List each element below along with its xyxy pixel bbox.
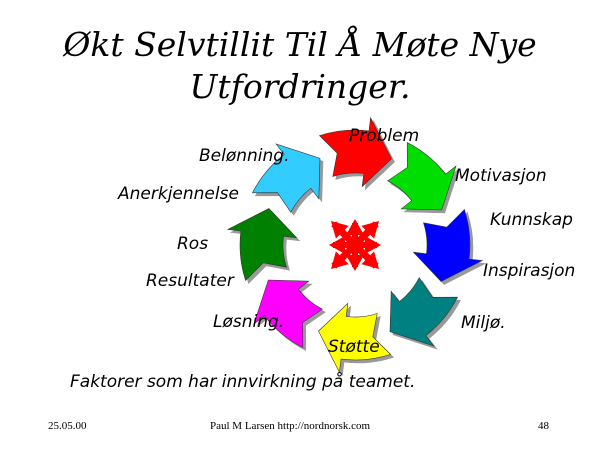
label-belonning: Belønning. (199, 146, 290, 166)
center-arrow-head (331, 221, 349, 239)
slide-title-line2: Utfordringer. (189, 67, 411, 106)
label-problem: Problem (349, 126, 420, 146)
center-arrow-head (331, 251, 349, 269)
label-ros: Ros (177, 234, 209, 254)
cycle-arrow (252, 143, 321, 213)
cycle-arrow (387, 142, 457, 211)
label-stotte: Støtte (328, 337, 380, 357)
label-resultater: Resultater (146, 271, 234, 291)
footer-date: 25.05.00 (48, 420, 87, 432)
slide-title-line1: Økt Selvtillit Til Å Møte Nye (63, 25, 537, 64)
cycle-arrow (318, 116, 392, 188)
cycle-arrow (226, 208, 298, 282)
center-arrow-head (361, 221, 379, 239)
center-arrow-head (346, 255, 364, 271)
caption: Faktorer som har innvirkning på teamet. (70, 372, 416, 392)
label-anerkjennelse: Anerkjennelse (118, 184, 239, 204)
center-arrow-head (329, 236, 345, 254)
label-losning: Løsning. (213, 312, 285, 332)
cycle-arrow (389, 277, 458, 347)
cycle-arrow (412, 208, 484, 282)
cycle-arrow (318, 302, 392, 374)
footer-page-number: 48 (538, 420, 549, 432)
label-motivasjon: Motivasjon (455, 166, 547, 186)
center-arrow-head (346, 219, 364, 235)
center-arrow-head (365, 236, 381, 254)
label-inspirasjon: Inspirasjon (483, 261, 576, 281)
cycle-arrow (253, 279, 323, 348)
center-cross-arrows-icon (329, 219, 381, 271)
label-miljo: Miljø. (461, 313, 506, 333)
center-arrow-head (361, 251, 379, 269)
footer-author-url: Paul M Larsen http://nordnorsk.com (210, 420, 371, 432)
slide-title: Økt Selvtillit Til Å Møte Nye Utfordring… (0, 24, 600, 108)
label-kunnskap: Kunnskap (490, 210, 573, 230)
cycle-arrows (226, 116, 484, 374)
